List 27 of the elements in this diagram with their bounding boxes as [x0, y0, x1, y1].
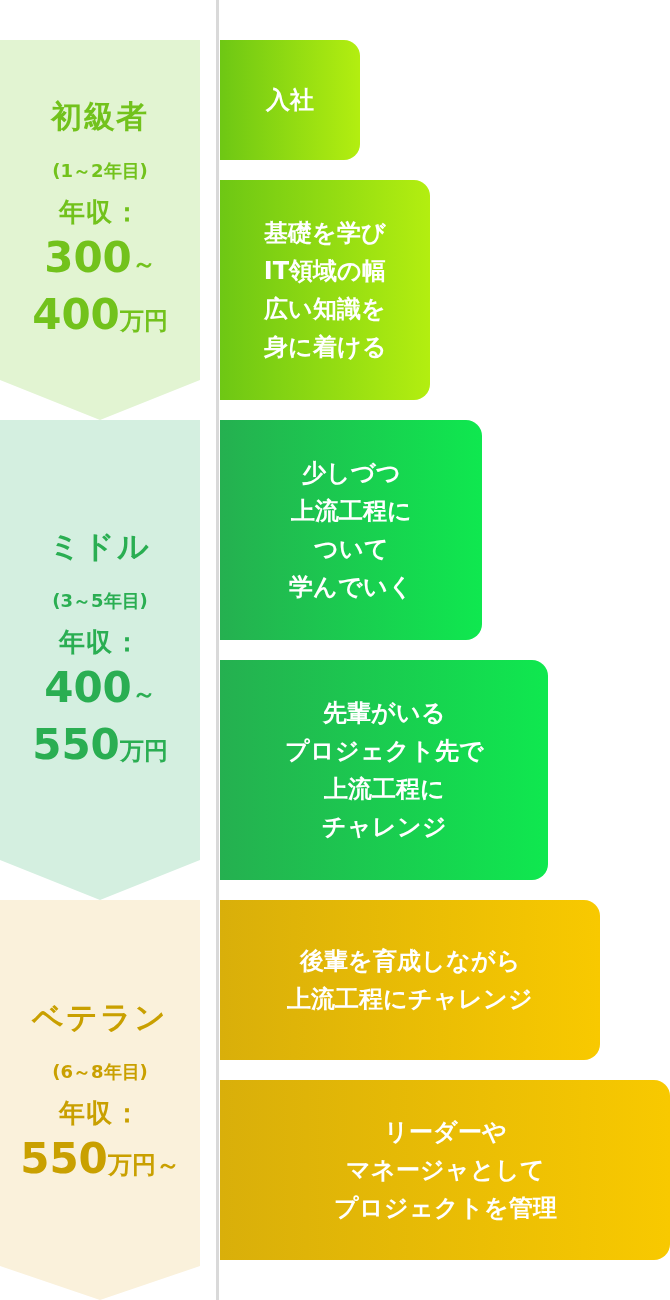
stage-band [0, 40, 200, 420]
step-description: 基礎を学びIT領域の幅広い知識を身に着ける [263, 218, 387, 363]
career-step-box [220, 660, 548, 880]
step-description: リーダーやマネージャとしてプロジェクトを管理 [333, 1117, 557, 1224]
step-description: 後輩を育成しながら上流工程にチャレンジ [287, 946, 533, 1015]
salary-label: 年収： [58, 195, 142, 229]
step-description: 先輩がいるプロジェクト先で上流工程にチャレンジ [284, 698, 484, 843]
career-step-box [220, 420, 482, 640]
salary-label: 年収： [58, 625, 142, 659]
career-step-box [220, 180, 430, 400]
salary-label: 年収： [58, 1097, 142, 1130]
level-title: 初級者 [50, 96, 150, 136]
career-step-box [220, 40, 360, 160]
level-title: ミドル [49, 526, 151, 566]
career-step-box [220, 1080, 670, 1260]
years-range: (6～8年目) [52, 1060, 148, 1084]
level-title: ベテラン [32, 998, 168, 1037]
stage-band [0, 900, 200, 1300]
step-description: 少しづつ上流工程について学んでいく [289, 458, 413, 603]
career-step-box [220, 900, 600, 1060]
years-range: (3～5年目) [52, 588, 148, 613]
salary-range: 300～400万円 [32, 233, 168, 341]
salary-range: 400～550万円 [32, 663, 168, 771]
salary-range: 550万円～ [20, 1135, 180, 1185]
years-range: (1～2年目) [52, 158, 148, 183]
step-description: 入社 [266, 85, 314, 116]
stage-band [0, 420, 200, 900]
